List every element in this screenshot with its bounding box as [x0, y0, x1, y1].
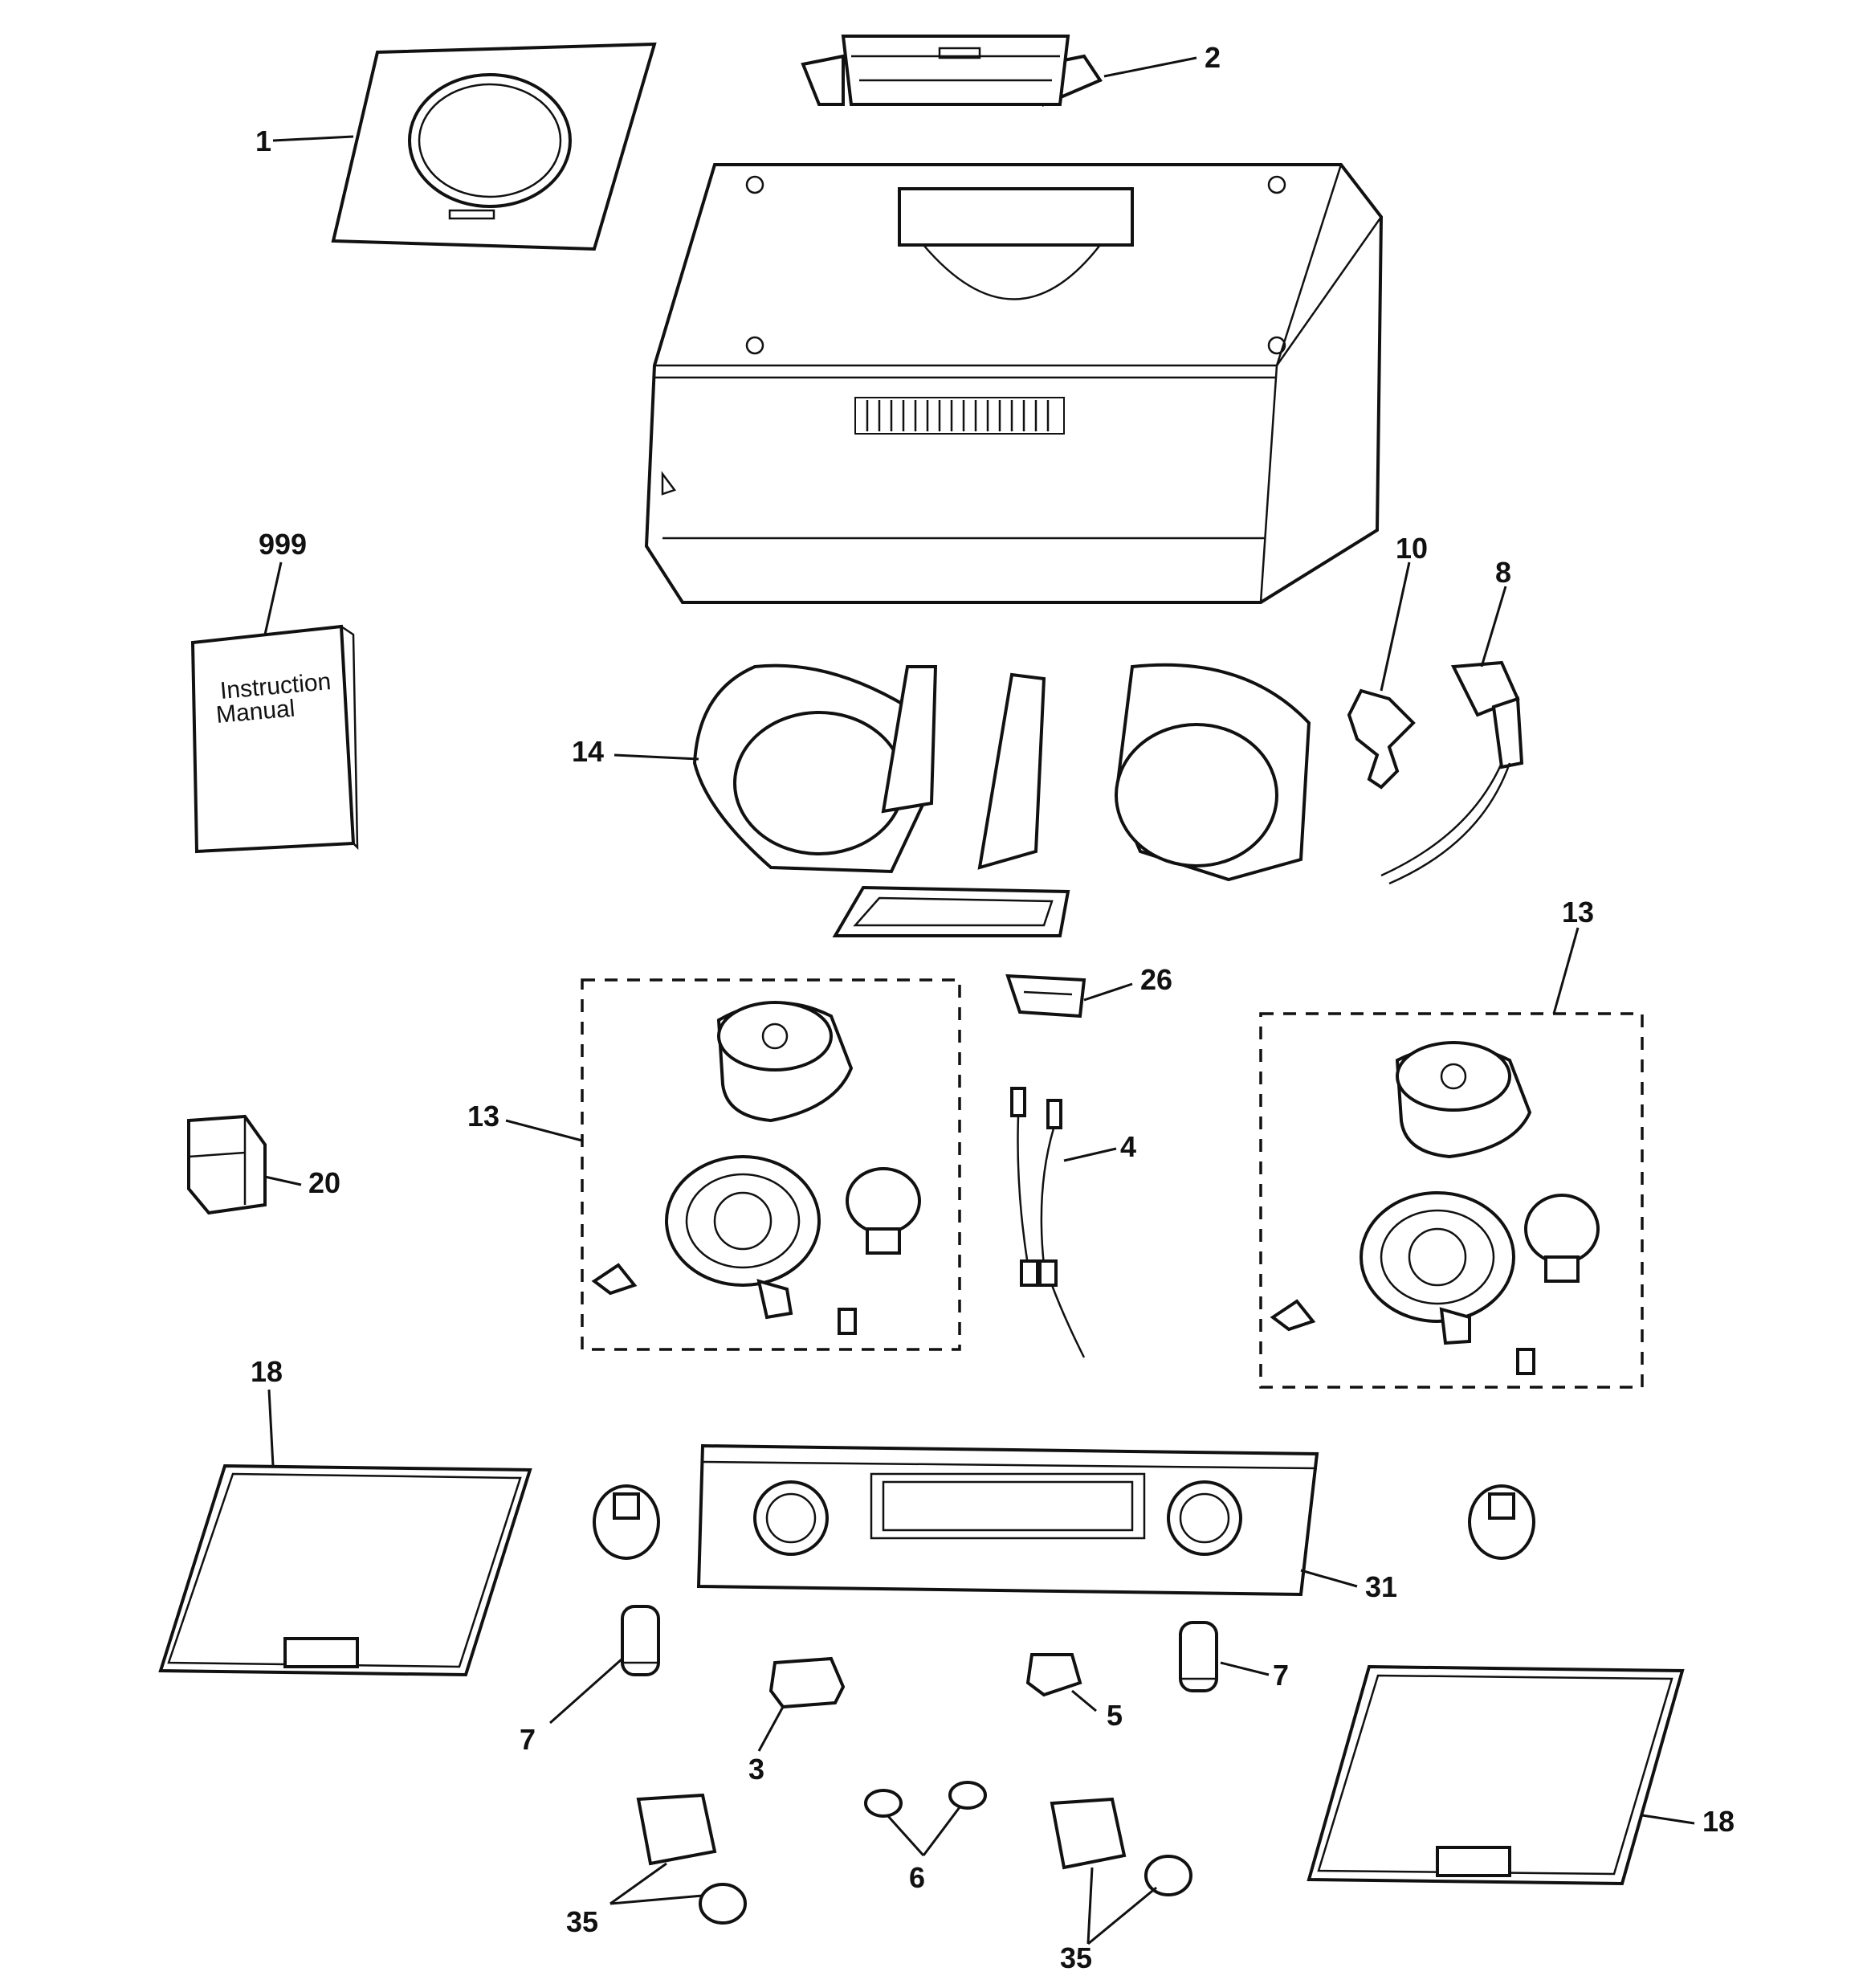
part-26-clip — [1005, 974, 1086, 1018]
part-5-switch — [1025, 1653, 1082, 1697]
label-part-1: 1 — [255, 125, 271, 157]
part-31-control-panel — [696, 1443, 1319, 1597]
label-part-18-left: 18 — [251, 1355, 283, 1388]
label-part-35-right: 35 — [1060, 1941, 1092, 1974]
part-6-grommets — [864, 1781, 987, 1818]
label-part-14: 14 — [572, 735, 604, 768]
part-7-capacitor-right — [1179, 1621, 1218, 1692]
label-part-7-left: 7 — [520, 1723, 536, 1756]
label-part-13-right: 13 — [1562, 896, 1594, 929]
knob-right — [1468, 1484, 1535, 1560]
label-part-10: 10 — [1396, 532, 1428, 565]
label-part-6: 6 — [909, 1861, 925, 1894]
part-7-capacitor-left — [621, 1605, 660, 1676]
label-part-20: 20 — [308, 1166, 340, 1199]
label-part-13-left: 13 — [467, 1100, 499, 1133]
label-part-8: 8 — [1495, 556, 1511, 589]
part-8-harness — [1380, 660, 1524, 885]
label-part-26: 26 — [1140, 963, 1172, 996]
label-part-18-right: 18 — [1702, 1805, 1735, 1838]
label-part-31: 31 — [1365, 1570, 1397, 1603]
part-10-bracket — [1347, 688, 1416, 790]
part-35-switch-left — [636, 1793, 747, 1925]
label-part-2: 2 — [1205, 41, 1221, 74]
label-part-3: 3 — [748, 1753, 764, 1786]
knob-left — [593, 1484, 660, 1560]
leader-lines — [263, 56, 1695, 1945]
part-13-motor-kit-right — [1259, 1012, 1644, 1389]
part-18-filter-right — [1307, 1664, 1685, 1886]
part-2-damper — [801, 35, 1103, 108]
part-999-instruction-manual: Instruction Manual — [190, 624, 359, 854]
part-18-filter-left — [158, 1463, 532, 1677]
part-35-switch-right — [1050, 1797, 1192, 1896]
label-part-999: 999 — [259, 528, 307, 561]
part-20-box — [187, 1114, 267, 1215]
part-4-wire-harness — [1010, 1087, 1086, 1358]
label-part-4: 4 — [1120, 1130, 1136, 1163]
part-14-blower-housing — [692, 663, 1311, 937]
part-13-motor-kit-left — [581, 978, 961, 1351]
label-part-7-right: 7 — [1273, 1659, 1289, 1692]
part-1-duct-plate — [331, 42, 657, 251]
callout-labels: 1 2 999 10 8 14 13 26 13 4 20 18 31 7 7 … — [251, 41, 1735, 1974]
hood-body — [644, 163, 1384, 604]
part-3-relay — [768, 1656, 846, 1709]
label-part-5: 5 — [1107, 1699, 1123, 1732]
label-part-35-left: 35 — [566, 1905, 598, 1938]
